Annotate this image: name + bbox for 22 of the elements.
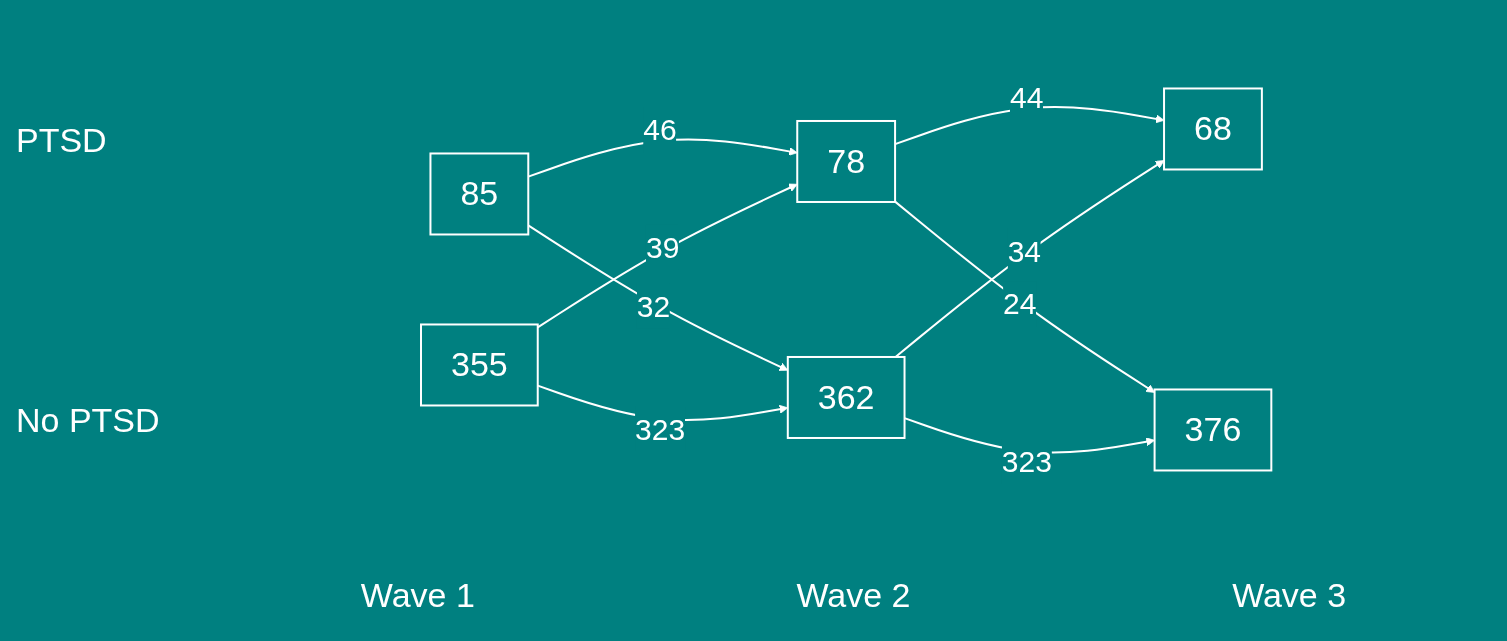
- edge-label: 34: [1007, 235, 1042, 269]
- column-label: Wave 3: [1232, 575, 1347, 615]
- node-box: 355: [420, 323, 540, 407]
- node-box: 68: [1163, 87, 1264, 171]
- node-box: 362: [787, 356, 906, 440]
- edge-label: 44: [1010, 81, 1044, 115]
- row-label: PTSD: [16, 120, 108, 160]
- edge-label: 24: [1003, 287, 1037, 321]
- edge-label: 39: [646, 231, 680, 265]
- arrow: [894, 201, 1156, 394]
- row-label: No PTSD: [16, 400, 161, 440]
- edge-label: 323: [635, 413, 686, 447]
- edge-label: 46: [643, 113, 677, 147]
- arrow: [894, 160, 1165, 359]
- column-label: Wave 2: [796, 575, 911, 615]
- edge-label: 32: [637, 290, 671, 324]
- arrow: [537, 184, 798, 329]
- node-box: 78: [796, 120, 897, 204]
- node-box: 85: [429, 152, 530, 236]
- edge-label: 323: [1002, 445, 1053, 479]
- column-label: Wave 1: [360, 575, 475, 615]
- node-box: 376: [1153, 388, 1273, 472]
